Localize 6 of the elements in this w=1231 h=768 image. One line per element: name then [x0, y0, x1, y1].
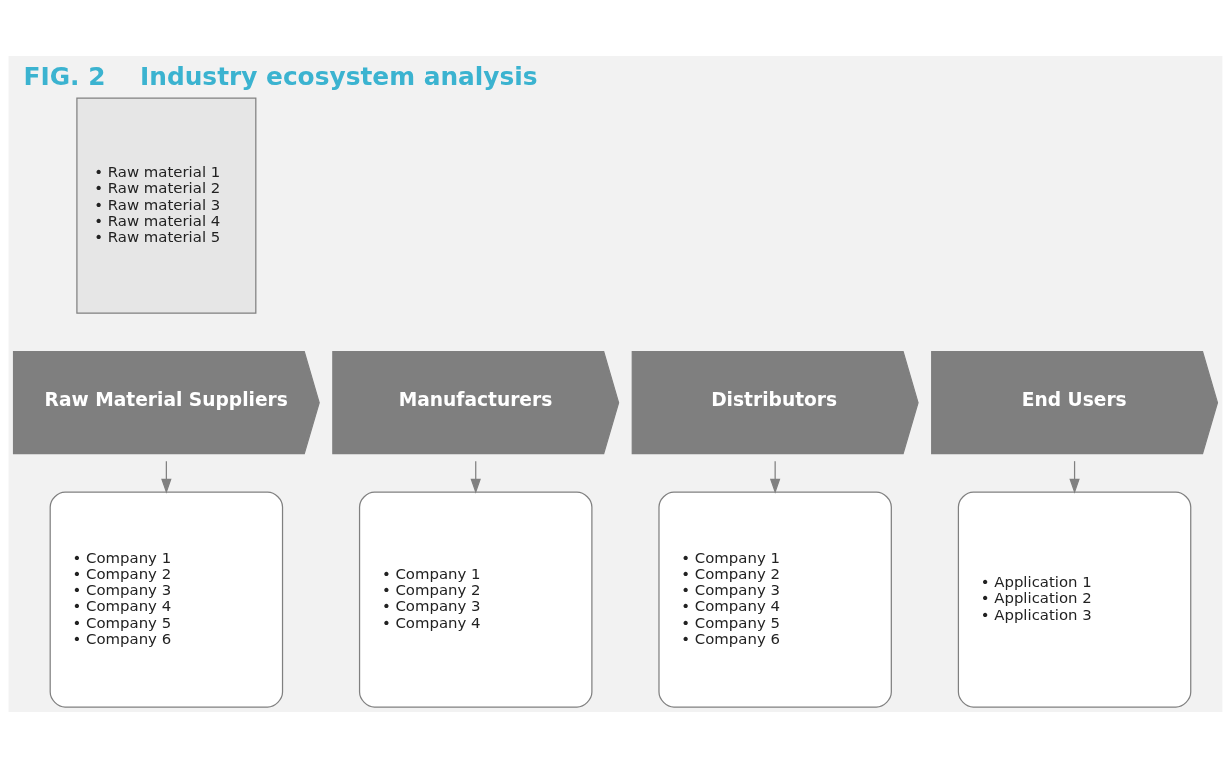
node-box: • Company 1 • Company 2 • Company 3 • Company 4 • Company 5 • Company 6 [658, 491, 892, 708]
node-box: • Raw material 1 • Raw material 2 • Raw material 3 • Raw material 4 • Raw material 5 [76, 97, 257, 314]
node-box: • Application 1 • Application 2 • Application 3 [957, 491, 1192, 708]
diagram-title: FIG. 2 Industry ecosystem analysis [23, 61, 538, 91]
node-box: • Company 1 • Company 2 • Company 3 • Company 4 • Company 5 • Company 6 [49, 491, 284, 708]
node-box: • Company 1 • Company 2 • Company 3 • Company 4 [358, 491, 593, 708]
